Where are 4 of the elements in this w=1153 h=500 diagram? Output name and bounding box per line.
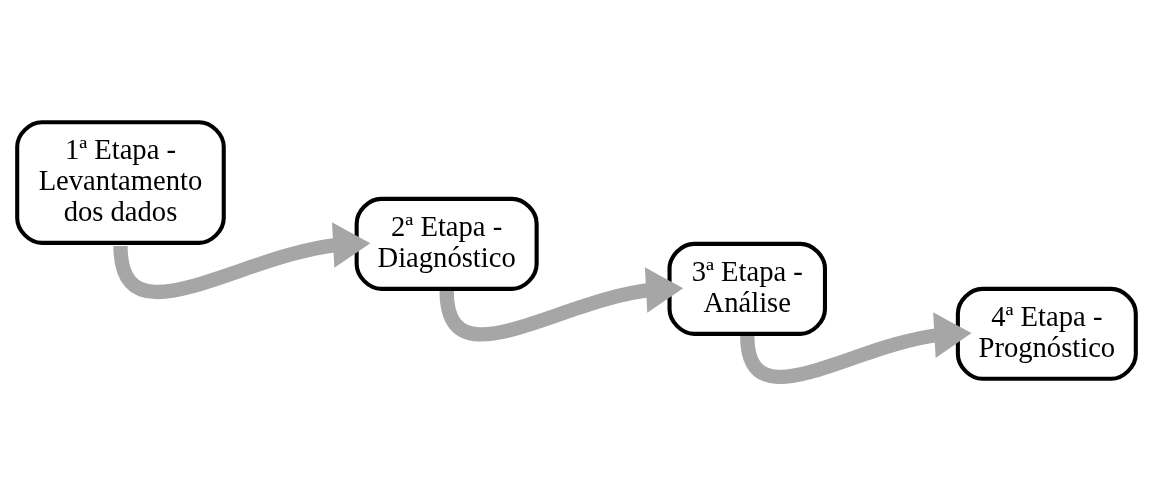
node-box: 1ª Etapa - Levantamento dos dados	[15, 119, 226, 245]
node-box: 3ª Etapa - Análise	[667, 241, 827, 336]
node-box: 4ª Etapa - Prognóstico	[955, 286, 1138, 381]
node-box: 2ª Etapa - Diagnóstico	[354, 196, 539, 291]
